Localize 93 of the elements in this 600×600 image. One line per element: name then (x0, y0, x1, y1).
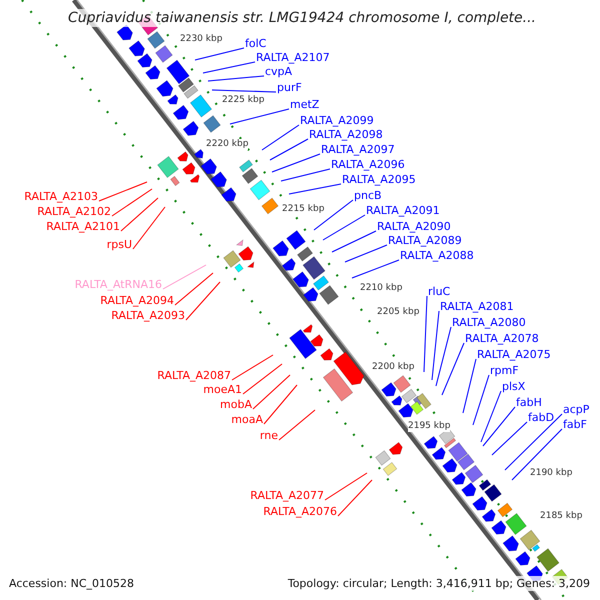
gene-label: RALTA_A2088 (400, 249, 474, 263)
leader-line (352, 260, 400, 278)
leader-line (480, 390, 502, 442)
position-label: 2225 kbp (222, 95, 264, 106)
leader-line (278, 410, 316, 440)
position-label: 2195 kbp (408, 421, 450, 432)
footer-text: Topology: circular; Length: 3,416,911 bp; Genes: 3,209 (288, 576, 590, 591)
leader-line (212, 90, 276, 92)
gene-label: moeA1 (203, 383, 242, 397)
gene-label: RALTA_A2095 (342, 173, 416, 187)
gene-label: RALTA_A2089 (388, 234, 462, 248)
leader-line (230, 108, 290, 124)
gene-label: RALTA_A2093 (111, 309, 185, 323)
leader-line (272, 154, 320, 172)
leader-line (202, 62, 256, 74)
leader-line (98, 182, 148, 202)
leader-line (186, 282, 220, 320)
gene-label: RALTA_A2081 (440, 300, 514, 314)
leader-line (338, 480, 372, 516)
leader-line (504, 414, 562, 470)
leader-line (332, 230, 376, 252)
leader-line (120, 198, 158, 232)
map-title: Cupriavidus taiwanensis str. LMG19424 chromosome I, complete... (68, 9, 536, 27)
gene-label: RALTA_A2096 (331, 158, 405, 172)
position-label: 2185 kbp (540, 511, 582, 522)
leader-line (324, 472, 368, 500)
gene-label: purF (277, 81, 302, 95)
gene-label: RALTA_A2075 (477, 348, 551, 362)
gene-label: RALTA_A2078 (465, 332, 539, 346)
leader-line (112, 188, 152, 216)
leader-line (132, 206, 166, 250)
leader-line (194, 48, 244, 60)
gene-label: moaA (231, 413, 263, 427)
leader-line (442, 342, 464, 396)
position-label: 2190 kbp (530, 468, 572, 479)
gene-label: RALTA_A2091 (366, 204, 440, 218)
gene-label: RALTA_A2076 (263, 505, 337, 519)
leader-line (462, 358, 476, 414)
gene-label: rpmF (490, 364, 519, 378)
leader-line (288, 184, 342, 194)
gene-label: RALTA_A2107 (256, 51, 330, 65)
leader-line (322, 214, 366, 240)
leader-line (424, 296, 428, 372)
gene-label: rpsU (106, 238, 132, 252)
leader-line (512, 428, 562, 480)
gene-label: folC (245, 37, 266, 51)
gene-label: fabH (516, 396, 542, 410)
position-label: 2230 kbp (180, 34, 222, 45)
leader-line (208, 76, 264, 82)
gene-label: plsX (502, 380, 526, 394)
gene-label: RALTA_A2090 (377, 220, 451, 234)
leader-line (232, 354, 274, 380)
position-label: 2210 kbp (360, 283, 402, 294)
leader-line (264, 384, 298, 424)
leader-line (344, 244, 388, 262)
leader-line (270, 138, 308, 160)
gene-label: RALTA_A2097 (321, 143, 395, 157)
leader-line (252, 374, 290, 410)
gene-label: RALTA_A2098 (309, 128, 383, 142)
position-label: 2215 kbp (282, 204, 324, 215)
gene-label: RALTA_A2094 (100, 294, 174, 308)
gene-label: pncB (354, 189, 382, 203)
leader-line (162, 264, 206, 290)
gene-label: RALTA_A2080 (452, 316, 526, 330)
gene-label: metZ (290, 98, 320, 112)
leader-line (262, 124, 300, 150)
leader-line (472, 374, 490, 426)
position-label: 2200 kbp (372, 362, 414, 373)
gene-label: RALTA_A2103 (24, 190, 98, 204)
position-label: 2220 kbp (206, 139, 248, 150)
leader-line (492, 422, 528, 456)
leader-line (482, 406, 516, 446)
gene-label: RALTA_A2077 (250, 489, 324, 503)
leader-line (174, 272, 214, 306)
gene-label: RALTA_A2102 (37, 205, 111, 219)
gene-label: cvpA (265, 65, 292, 79)
gene-label: rne (260, 429, 278, 443)
footer-text: Accession: NC_010528 (9, 576, 134, 591)
leader-line (436, 326, 452, 386)
gene-label: RALTA_AtRNA16 (74, 278, 162, 292)
leader-line (314, 200, 354, 230)
leader-line (432, 310, 440, 380)
leader-line (242, 364, 282, 394)
leader-line (280, 168, 330, 182)
gene-label: RALTA_A2099 (300, 114, 374, 128)
gene-label: mobA (220, 398, 252, 412)
position-label: 2205 kbp (377, 307, 420, 318)
gene-label: RALTA_A2087 (157, 369, 231, 383)
gene-label: fabF (563, 418, 587, 432)
gene-label: RALTA_A2101 (46, 220, 120, 234)
gene-label: acpP (563, 403, 590, 417)
gene-label: fabD (528, 411, 554, 425)
gene-label: rluC (428, 285, 450, 299)
